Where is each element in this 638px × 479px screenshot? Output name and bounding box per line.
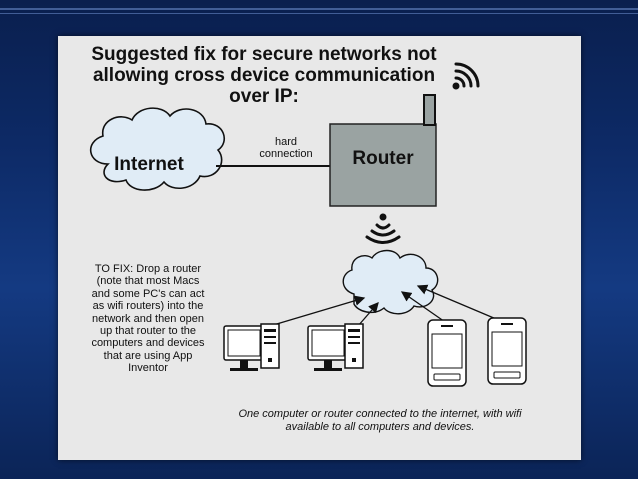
mobile-phone-icon: [487, 317, 527, 385]
router-box: [329, 123, 437, 207]
fix-line: as wifi routers) into the: [92, 300, 204, 313]
hard-connection-label-line: connection: [259, 148, 313, 160]
fix-line: and some PC's can act: [91, 287, 205, 300]
wifi-signal-icon: [452, 62, 480, 90]
title-line: allowing cross device communication: [92, 65, 436, 86]
caption-line: available to all computers and devices.: [285, 420, 475, 433]
diagram-caption: One computer or router connected to the …: [220, 408, 540, 433]
slide-title: Suggested fix for secure networks not al…: [58, 44, 470, 107]
caption-line: One computer or router connected to the …: [238, 408, 522, 420]
router-antenna: [423, 94, 436, 126]
fix-line: Inventor: [128, 362, 168, 375]
mobile-phone-icon: [427, 319, 467, 387]
hard-connection-label-line: hard: [274, 136, 298, 148]
fix-line: TO FIX: Drop a router: [94, 263, 202, 275]
fix-instructions: TO FIX: Drop a router (note that most Ma…: [83, 263, 213, 375]
desktop-computer-icon: [307, 323, 364, 371]
title-line: Suggested fix for secure networks not: [91, 44, 437, 65]
header-stripe-bottom: [0, 13, 638, 14]
title-line: over IP:: [229, 86, 299, 107]
wifi-cloud-icon: [342, 249, 439, 315]
hard-connection-label: hard connection: [236, 136, 336, 160]
slide-sheet: Suggested fix for secure networks not al…: [58, 36, 581, 460]
desktop-computer-icon: [223, 323, 280, 371]
router-label: Router: [352, 148, 414, 169]
wifi-broadcast-icon: [365, 213, 401, 244]
fix-line: (note that most Macs: [96, 275, 200, 288]
fix-line: up that router to the: [99, 325, 196, 338]
fix-line: that are using App: [103, 349, 193, 362]
internet-cloud-icon: [90, 107, 226, 191]
internet-label: Internet: [114, 154, 184, 175]
fix-line: network and then open: [92, 312, 204, 325]
network-diagram: [90, 62, 527, 387]
header-stripe-top: [0, 8, 638, 10]
fix-line: computers and devices: [91, 337, 205, 350]
